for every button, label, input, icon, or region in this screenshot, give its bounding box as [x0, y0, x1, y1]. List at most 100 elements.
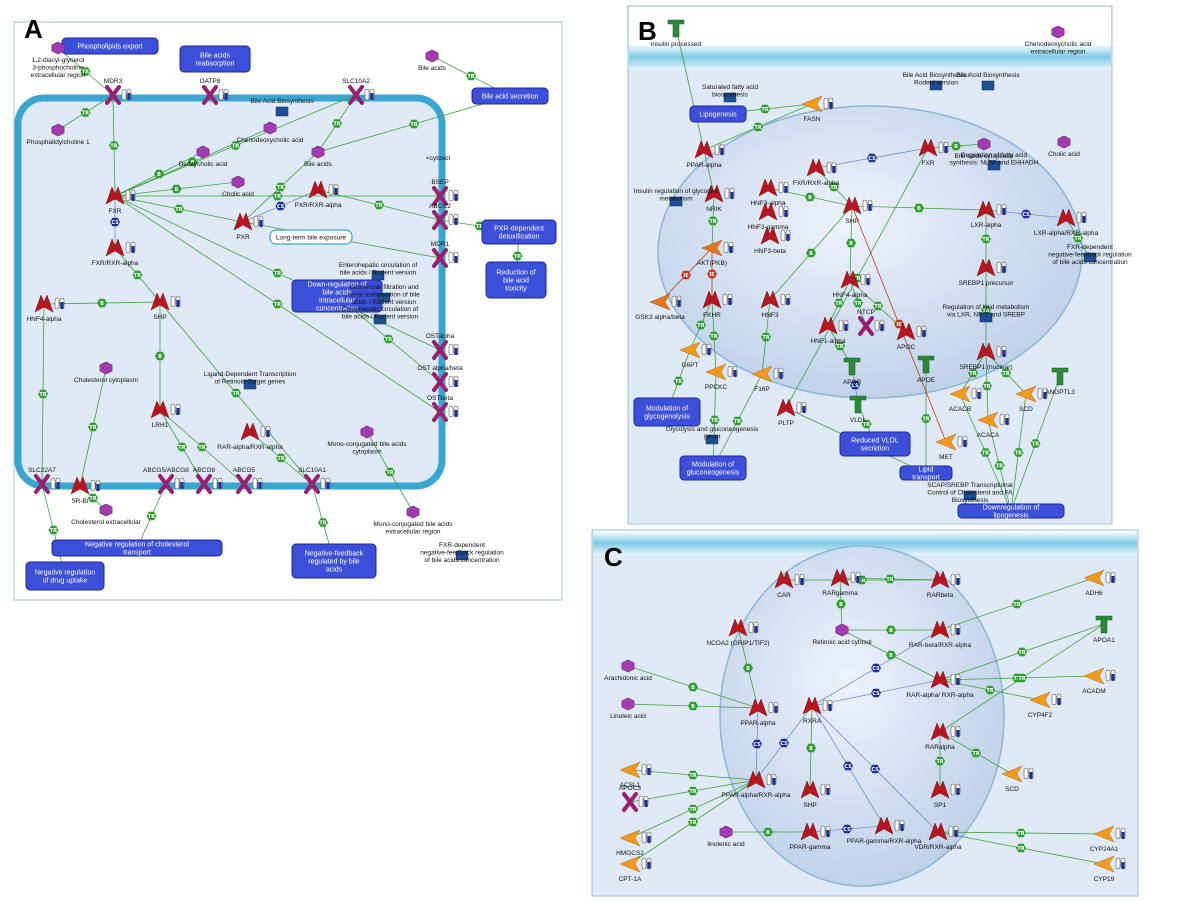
- node-mdr1[interactable]: MDR1: [431, 241, 459, 268]
- node-slc10a1[interactable]: SLC10A1: [298, 467, 331, 494]
- node-fxr[interactable]: FXR: [918, 138, 949, 167]
- node-bile-acid-biosynthesis-rodent-version[interactable]: Bile Acid Biosynthesis /Rodent version: [903, 72, 970, 91]
- node-pltp[interactable]: PLTP: [776, 398, 807, 427]
- node-cpt-1a[interactable]: CPT-1A: [619, 855, 652, 883]
- node-phosphatidylcholine-1[interactable]: Phosphatidylcholine 1: [26, 123, 90, 146]
- node-shp[interactable]: SHP: [800, 780, 831, 809]
- node-apoc[interactable]: APOC: [896, 322, 927, 351]
- node-acadm[interactable]: ACADM: [1082, 667, 1116, 695]
- node-ncoa2-grip1-tif2[interactable]: NCOA2 (GRIP1/TIF2): [706, 618, 770, 647]
- node-fxr-rxr-alpha[interactable]: FXR/RXR-alpha: [793, 158, 840, 187]
- node-f16p[interactable]: F16P: [751, 365, 784, 393]
- node-cholic-acid[interactable]: Cholic acid: [222, 175, 254, 198]
- node-ppar-alpha[interactable]: PPAR-alpha: [686, 140, 725, 169]
- node-acsl1[interactable]: ACSL1: [619, 761, 652, 789]
- node-abcg8[interactable]: ABCG8: [193, 467, 223, 494]
- node-bile-acids[interactable]: Bile acids: [418, 49, 447, 72]
- node-ppar-alpha-rxr-alpha[interactable]: PPAR-alpha/RXR-alpha: [722, 770, 791, 799]
- node-mdr3[interactable]: MDR3: [104, 78, 132, 105]
- node-scd[interactable]: SCD: [1001, 765, 1034, 793]
- node-cyp4f2[interactable]: CYP4F2: [1028, 691, 1062, 719]
- node-met[interactable]: MET: [935, 433, 968, 461]
- node-ppar-gamma-rxr-alpha[interactable]: PPAR-gamma/RXR-alpha: [847, 816, 922, 845]
- node-car[interactable]: CAR: [774, 570, 805, 599]
- node-bile-acids[interactable]: Bile acids: [304, 145, 333, 168]
- node-fxr-rxr-alpha[interactable]: FXR/RXR-alpha: [92, 238, 139, 267]
- node-pxr[interactable]: PXR: [233, 212, 264, 241]
- node-abcg5-abcg8[interactable]: ABCG5/ABCG8: [143, 467, 189, 494]
- node-slc10a2[interactable]: SLC10A2: [342, 78, 375, 105]
- node-rarbeta[interactable]: RARbeta: [927, 570, 961, 599]
- node-cholesterol-cytoplasm[interactable]: Cholesterol cytoplasm: [74, 361, 138, 384]
- node-hmgcs2[interactable]: HMGCS2: [616, 829, 652, 857]
- node-srebp1-precursor[interactable]: SREBP1 precursor: [959, 258, 1015, 287]
- node-ostbeta[interactable]: OSTbeta: [427, 395, 459, 422]
- node-acaca[interactable]: ACACA: [977, 411, 1010, 439]
- node-bile-acids-cytoplasm[interactable]: Bile acids cytoplasm: [955, 137, 1014, 160]
- node-acacb[interactable]: ACACB: [949, 385, 982, 413]
- node-ost-alpha-beta[interactable]: OST alpha/beta: [417, 365, 463, 392]
- node-bsep[interactable]: BSEP: [431, 179, 459, 206]
- node-hnf4-alpha[interactable]: HNF4-alpha: [832, 270, 871, 299]
- node-lrh1[interactable]: LRH1: [150, 400, 181, 429]
- node-cholesterol-extracellular[interactable]: Cholesterol extracellular: [71, 503, 142, 526]
- node-cytosol[interactable]: <cytosol: [426, 155, 451, 162]
- node-abcg5[interactable]: ABCG5: [233, 467, 263, 494]
- node-retinoic-acid-cytosol[interactable]: Retinoic acid cytosol: [812, 623, 872, 646]
- node-vldl[interactable]: VLDL: [849, 395, 867, 424]
- node-apob[interactable]: APOB: [843, 357, 861, 386]
- node-rar-beta-rxr-alpha[interactable]: RAR-beta/RXR-alpha: [909, 620, 972, 649]
- node-cyp19[interactable]: CYP19: [1093, 855, 1126, 883]
- node-akt-pkb[interactable]: AKT(PKB): [697, 239, 734, 267]
- node-ppar-alpha[interactable]: PPAR-alpha: [740, 698, 779, 727]
- node-deoxycholic-acid[interactable]: Deoxycholic acid: [179, 145, 228, 168]
- node-pxr-rxr-alpha[interactable]: PXR/RXR-alpha: [295, 180, 342, 209]
- node-srebp1-nuclear[interactable]: SREBP1 (nuclear): [959, 342, 1013, 371]
- node-angptl3[interactable]: ANGPTL3: [1045, 367, 1075, 396]
- node-adh6[interactable]: ADH6: [1083, 569, 1116, 597]
- node-gsk3-alpha-beta[interactable]: GSK3 alpha/beta: [635, 293, 685, 321]
- node-hnf4-alpha[interactable]: HNF4-alpha: [26, 294, 65, 323]
- node-scd[interactable]: SCD: [1015, 385, 1048, 413]
- node-cholic-acid[interactable]: Cholic acid: [1048, 135, 1080, 158]
- node-g6pt[interactable]: G6PT: [679, 341, 712, 369]
- node-cyp24a1[interactable]: CYP24A1: [1090, 825, 1126, 853]
- node-ntcp[interactable]: NTCP: [857, 309, 885, 336]
- node-lipogenesis[interactable]: Lipogenesis: [689, 105, 747, 123]
- node-rargamma[interactable]: RARgamma: [822, 568, 861, 597]
- node-vdr-rxr-alpha[interactable]: VDR/RXR-alpha: [914, 822, 962, 851]
- node-shp[interactable]: SHP: [150, 292, 181, 321]
- node-lxr-alpha[interactable]: LXR-alpha: [971, 200, 1007, 229]
- node-abcc2[interactable]: ABCC2: [429, 203, 459, 230]
- node-fxr[interactable]: FXR: [105, 186, 136, 215]
- node-long-term-bile-exposure[interactable]: Long-term bile exposure: [269, 229, 353, 245]
- node-ppckc[interactable]: PPCKC: [705, 363, 738, 391]
- node-glycolysis-and-gluconeogenesis-short[interactable]: Glycolysis and gluconeogenesis(short: [666, 426, 759, 445]
- node-insulin-processed[interactable]: insulin processed: [651, 19, 702, 48]
- node-fkhr[interactable]: FKHR: [702, 290, 733, 319]
